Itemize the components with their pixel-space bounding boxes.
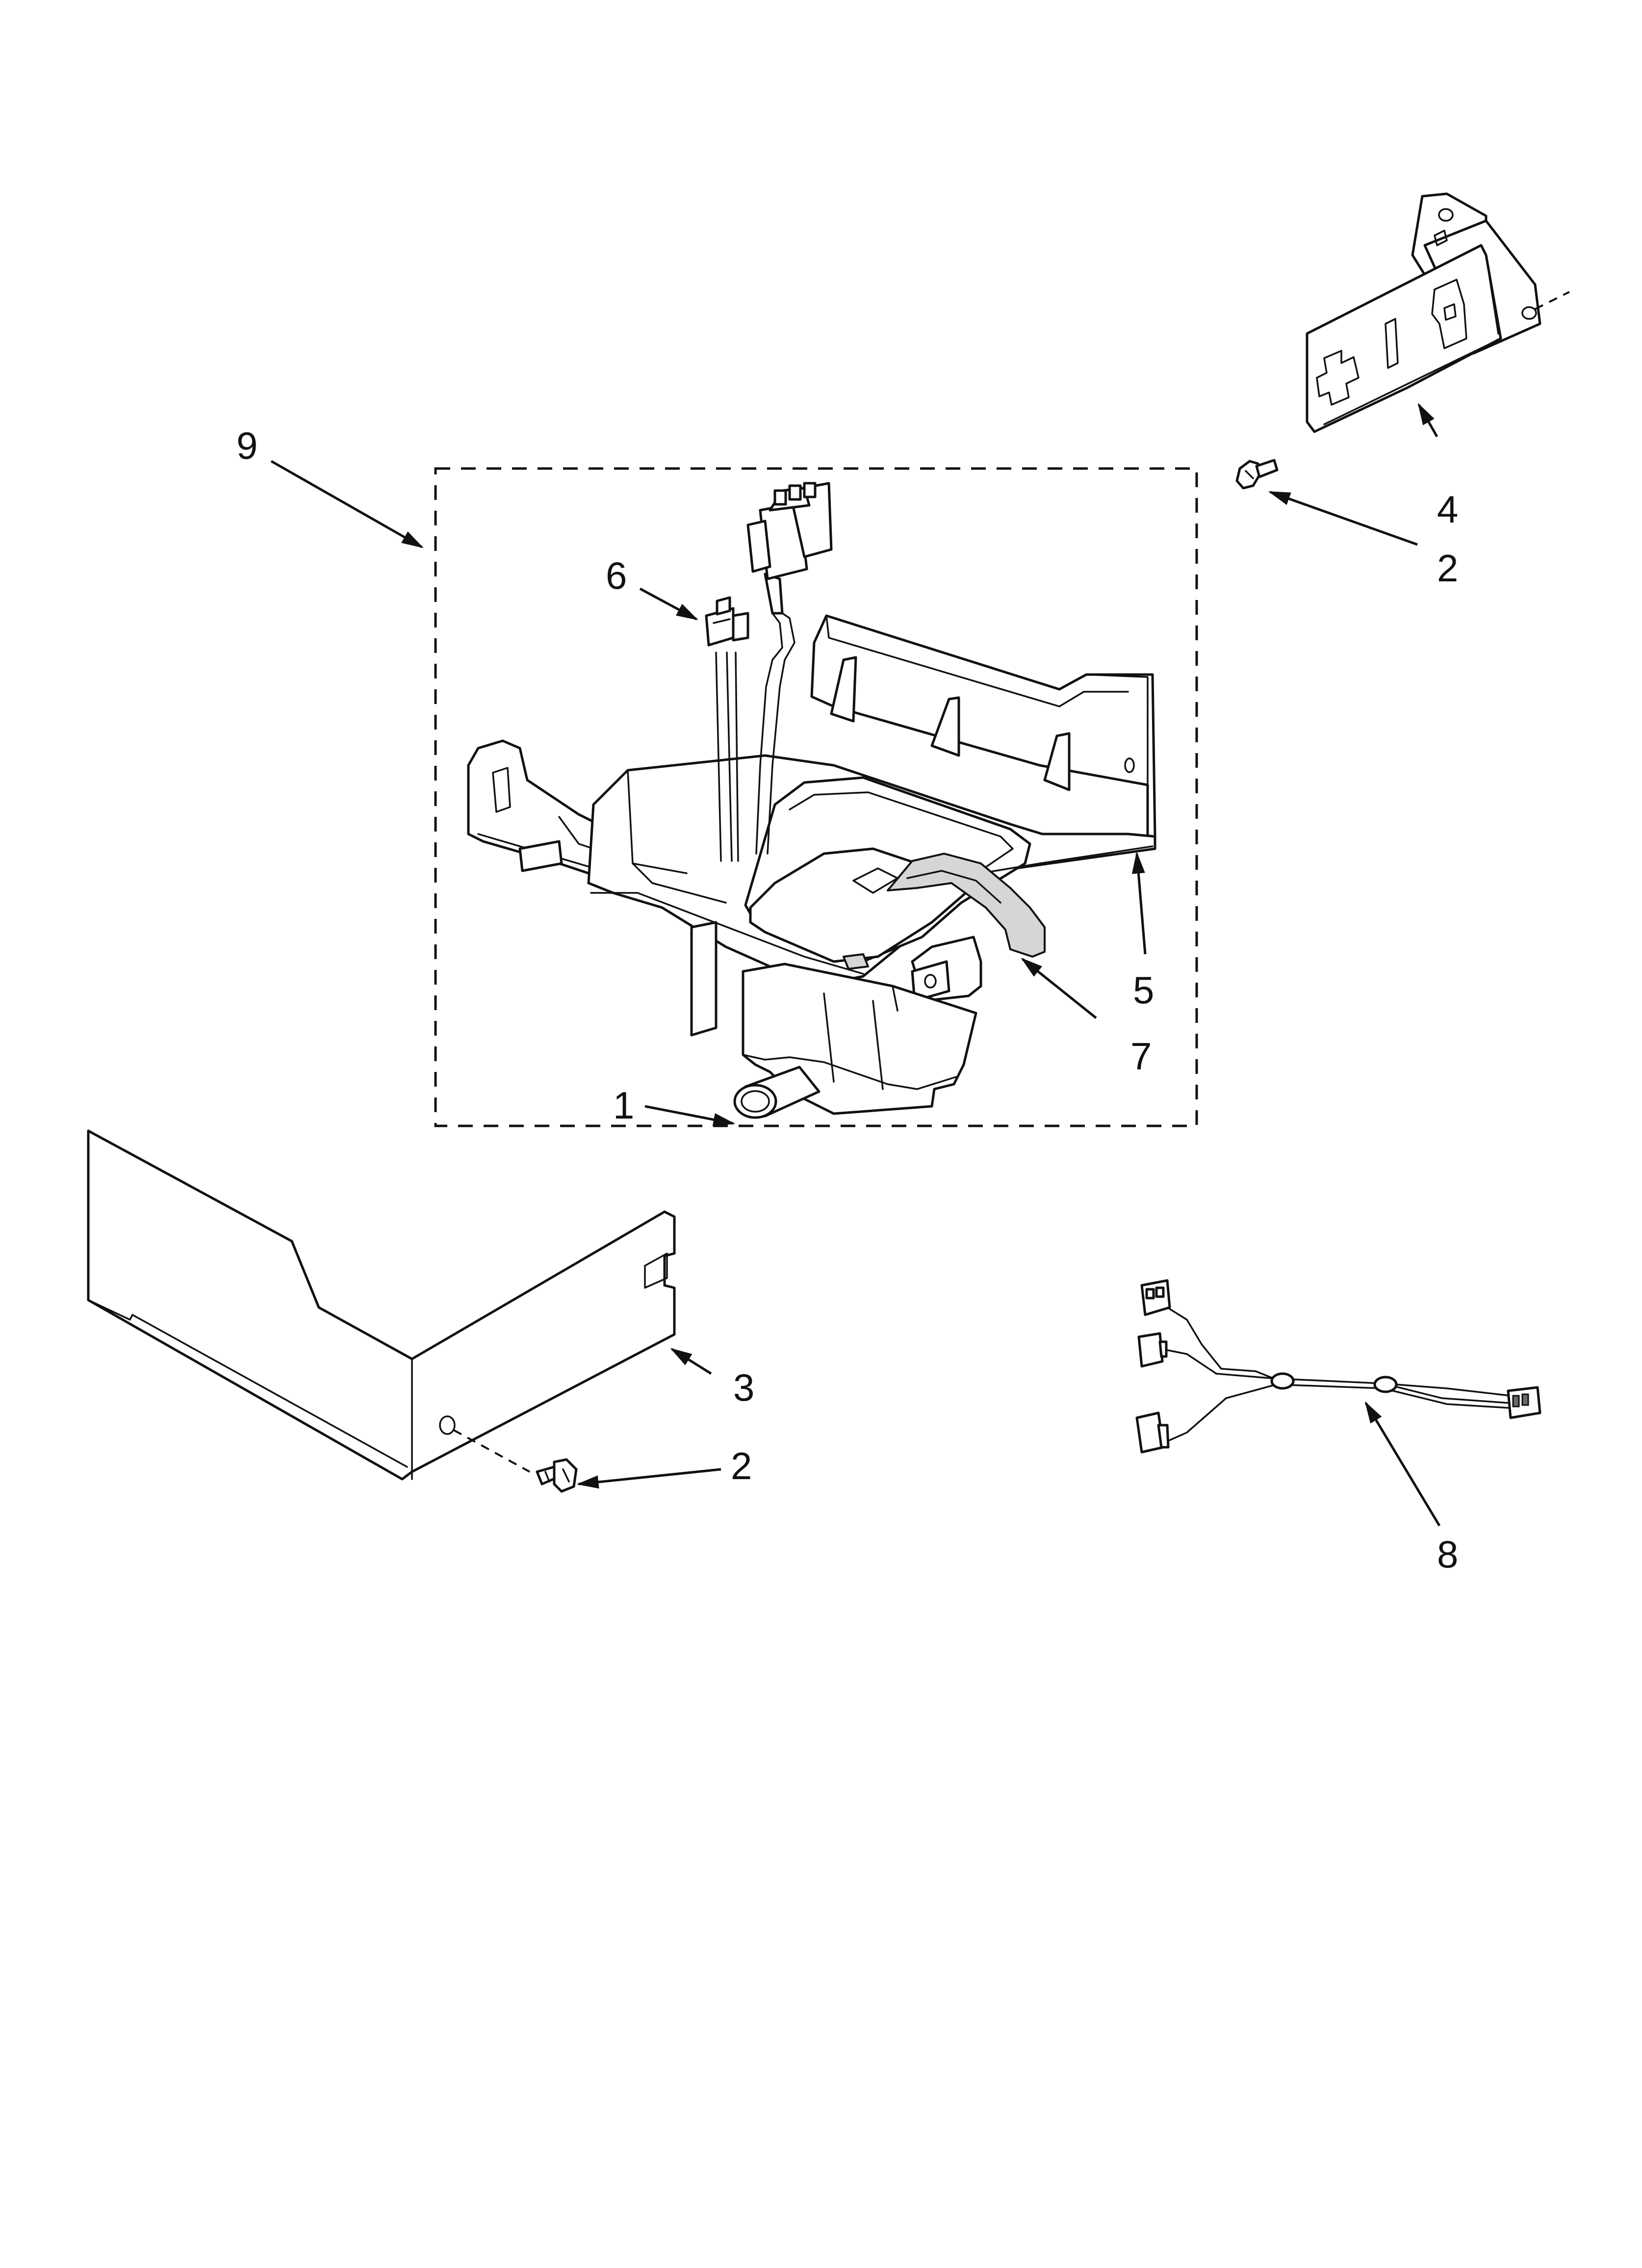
mounting-bracket-part[interactable] [1306,192,1570,433]
wire-harness-part[interactable] [1135,1279,1541,1454]
cover-panel-part[interactable] [87,1129,676,1481]
callout-3: 3 [733,1366,754,1409]
callout-4: 4 [1437,488,1458,531]
strap-part[interactable] [887,853,1046,958]
callout-2-bottom: 2 [731,1444,752,1487]
reservoir-tray-part[interactable] [467,614,1156,1002]
callout-8: 8 [1437,1533,1458,1576]
pump-motor-part[interactable] [690,921,977,1119]
main-connector-part[interactable] [746,482,833,855]
screw-top-part[interactable] [1235,459,1279,490]
callout-7: 7 [1130,1035,1152,1078]
leader-lines [270,403,1441,1527]
screw-bottom-part[interactable] [536,1458,578,1493]
callout-5: 5 [1133,968,1154,1012]
callout-1: 1 [613,1084,634,1127]
wire-connector-part[interactable] [705,596,749,862]
callout-9: 9 [236,424,257,467]
callout-2-top: 2 [1437,547,1458,590]
callout-6: 6 [606,554,627,597]
callout-labels: 9 6 4 2 5 7 1 3 2 8 [236,424,1458,1576]
assembly-group-boundary [434,467,1198,1127]
